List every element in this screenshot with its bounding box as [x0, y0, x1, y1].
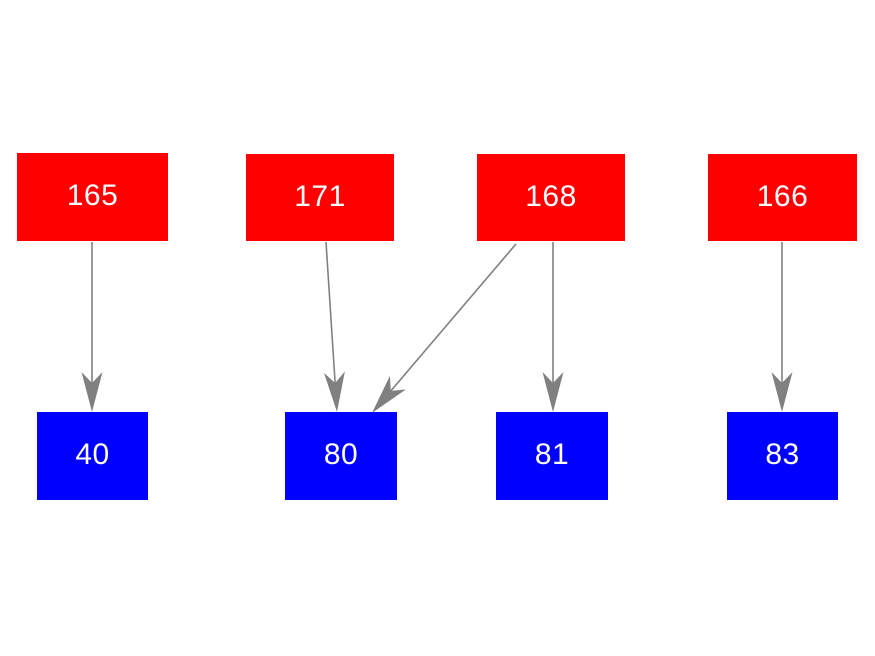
edge-line-168-to-80: [385, 243, 517, 397]
node-label: 168: [525, 179, 577, 213]
node-label: 166: [756, 179, 809, 213]
node-label: 81: [534, 438, 570, 471]
arrowhead-168-to-81: [542, 372, 564, 412]
target-node-40[interactable]: 40: [37, 412, 148, 500]
node-label: 165: [66, 179, 119, 212]
source-node-171[interactable]: 171: [246, 154, 394, 241]
arrowhead-166-to-83: [771, 372, 793, 412]
edges-group: [81, 241, 793, 413]
node-label: 40: [75, 438, 110, 471]
target-node-83[interactable]: 83: [727, 412, 838, 500]
edge-line-171-to-80: [325, 241, 337, 391]
source-node-165[interactable]: 165: [17, 153, 168, 241]
arrowhead-165-to-40: [81, 372, 103, 412]
source-node-166[interactable]: 166: [708, 154, 857, 241]
arrowhead-171-to-80: [323, 371, 345, 412]
target-node-81[interactable]: 81: [496, 412, 608, 500]
node-label: 80: [323, 438, 359, 471]
node-label: 83: [765, 438, 800, 471]
source-node-168[interactable]: 168: [477, 154, 625, 241]
arrowhead-168-to-80: [372, 375, 406, 413]
node-label: 171: [294, 179, 346, 213]
target-node-80[interactable]: 80: [285, 412, 397, 500]
